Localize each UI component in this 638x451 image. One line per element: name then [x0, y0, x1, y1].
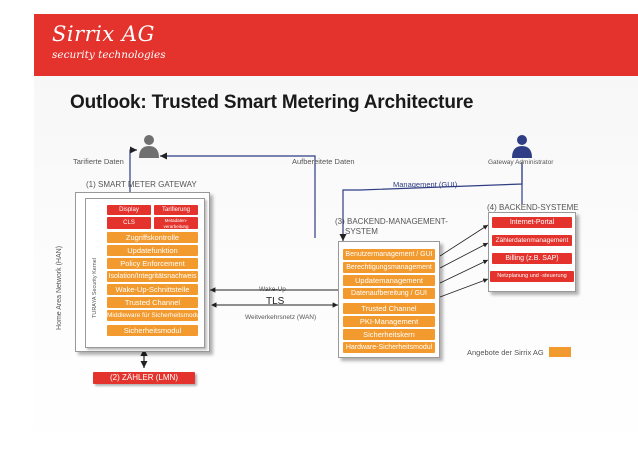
backend-module-5: PKI-Management: [343, 316, 435, 327]
metadata-line2: verarbeitung: [163, 223, 189, 229]
management-gui-label: Management (GUI): [393, 180, 458, 189]
legend-label: Angebote der Sirrix AG: [467, 348, 544, 357]
company-tagline: security technologies: [52, 49, 166, 61]
company-logo: Sirrix AG: [52, 22, 155, 46]
backend-system-0: Internet-Portal: [492, 217, 572, 228]
backend-module-3: Datenaufbereitung / GUI: [343, 288, 435, 299]
gateway-module-2: Policy Enforcement: [107, 258, 198, 269]
backend-system-2: Billing (z.B. SAP): [492, 253, 572, 264]
backend-system-3: Netzplanung und -steuerung: [490, 271, 574, 282]
arrow-tariffed-data: [129, 146, 137, 202]
gateway-module-6: Middleware für Sicherheitsmodul: [107, 310, 202, 321]
security-module: Sicherheitsmodul: [107, 325, 198, 336]
brand-header: Sirrix AG security technologies: [34, 14, 638, 76]
backend-module-2: Updatemanagement: [343, 275, 435, 286]
han-label: Home Area Network (HAN): [56, 245, 63, 330]
backend-system-1: Zählerdatenmanagement: [492, 235, 572, 246]
gateway-module-4: Wake-Up-Schnittstelle: [107, 284, 198, 295]
backend-module-6: Sicherheitskern: [343, 329, 435, 340]
backend-module-1: Berechtigungsmanagement: [343, 262, 435, 273]
user-icon: [139, 135, 159, 158]
metadata-line1: Metadaten-: [164, 218, 188, 223]
display-module: Display: [107, 205, 151, 215]
meter-label: (2) ZÄHLER (LMN): [93, 372, 195, 384]
processed-data-label: Aufbereitete Daten: [292, 157, 355, 166]
legend-swatch: [549, 347, 571, 357]
arrow-processed-data: [160, 152, 316, 238]
metadata-module: Metadaten- verarbeitung: [154, 217, 198, 229]
slide-title: Outlook: Trusted Smart Metering Architec…: [70, 92, 474, 113]
smart-meter-gateway-label: (1) SMART METER GATEWAY: [86, 180, 197, 189]
wake-up-label: Wake-Up: [259, 286, 286, 293]
tariffed-data-label: Tarifierte Daten: [73, 157, 124, 166]
backend-module-7: Hardware-Sicherheitsmodul: [343, 342, 435, 353]
tariff-module: Tarifierung: [154, 205, 198, 215]
backend-mgmt-label-line2: SYSTEM: [345, 227, 378, 236]
wan-label: Weitverkehrsnetz (WAN): [245, 314, 317, 321]
gateway-module-1: Updatefunktion: [107, 245, 198, 256]
turaya-label: TURAYA Security Kernel: [92, 257, 98, 318]
cls-module: CLS: [107, 217, 151, 229]
admin-user-icon: [512, 135, 532, 158]
backend-module-4: Trusted Channel: [343, 303, 435, 314]
gateway-module-0: Zugriffskontrolle: [107, 232, 198, 243]
backend-module-0: Benutzermanagement / GUI: [343, 249, 435, 260]
tls-label: TLS: [266, 296, 285, 307]
gateway-module-3: Isolation/Integritätsnachweis: [107, 271, 198, 282]
gateway-admin-label: Gateway Administrator: [488, 159, 554, 166]
backend-mgmt-label-line1: (3) BACKEND-MANAGEMENT-: [335, 217, 448, 226]
gateway-module-5: Trusted Channel: [107, 297, 198, 308]
backend-systems-label: (4) BACKEND-SYSTEME: [487, 203, 579, 212]
